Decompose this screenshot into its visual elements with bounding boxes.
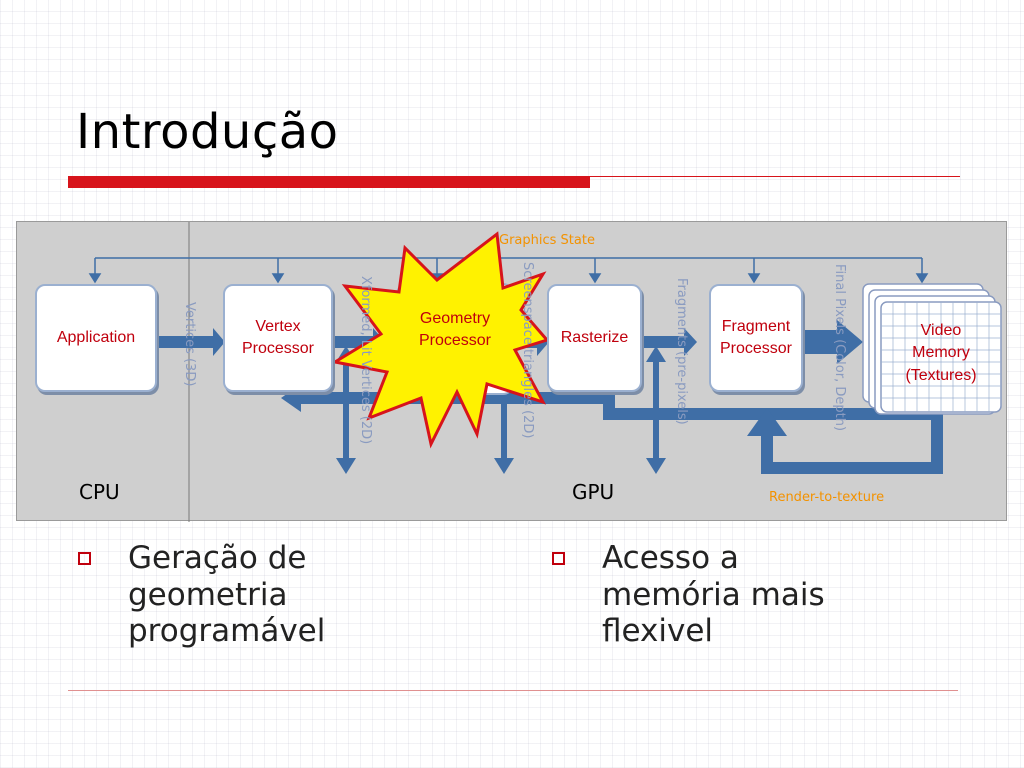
bullet-item-2: Acesso a memória mais flexivel	[552, 540, 952, 650]
pipeline-diagram: Graphics State Application Vertex Proces…	[16, 221, 1007, 522]
bullet-text: Acesso a memória mais flexivel	[602, 540, 825, 650]
xformed-lit-vertices-label: Xformed, Lit Vertices (2D)	[358, 276, 373, 445]
bullet-item-1: Geração de geometria programável	[78, 540, 458, 650]
rasterize-node: Rasterize	[547, 284, 642, 392]
video-memory-grid	[881, 302, 1001, 412]
gpu-label: GPU	[572, 480, 615, 504]
geometry-starburst	[330, 231, 550, 449]
bullet-text: Geração de geometria programável	[128, 540, 326, 650]
render-to-texture-label: Render-to-texture	[769, 490, 885, 505]
bottom-rule	[68, 690, 958, 691]
vertex-processor-node: Vertex Processor	[223, 284, 333, 392]
geometry-processor-label: Geometry Processor	[418, 310, 492, 349]
fragments-label: Fragments (pre-pixels)	[674, 278, 689, 425]
graphics-state-bus	[88, 257, 929, 284]
bullet-box-icon	[552, 552, 565, 565]
title-thin-rule	[590, 176, 960, 177]
screenspace-triangles-label: Screenspace triangles (2D)	[520, 262, 535, 439]
vertices-3d-label: Vertices (3D)	[182, 302, 197, 387]
slide-title: Introdução	[76, 104, 339, 160]
final-pixels-label: Final Pixels (Color, Depth)	[832, 264, 847, 432]
fragment-processor-node: Fragment Processor	[709, 284, 803, 392]
diagram-arrows	[88, 222, 1002, 522]
cpu-label: CPU	[79, 480, 120, 504]
graphics-state-label: Graphics State	[499, 233, 595, 248]
title-red-rule	[68, 176, 590, 188]
video-memory-label: Video Memory (Textures)	[905, 322, 977, 384]
bullet-box-icon	[78, 552, 91, 565]
application-node: Application	[35, 284, 157, 392]
